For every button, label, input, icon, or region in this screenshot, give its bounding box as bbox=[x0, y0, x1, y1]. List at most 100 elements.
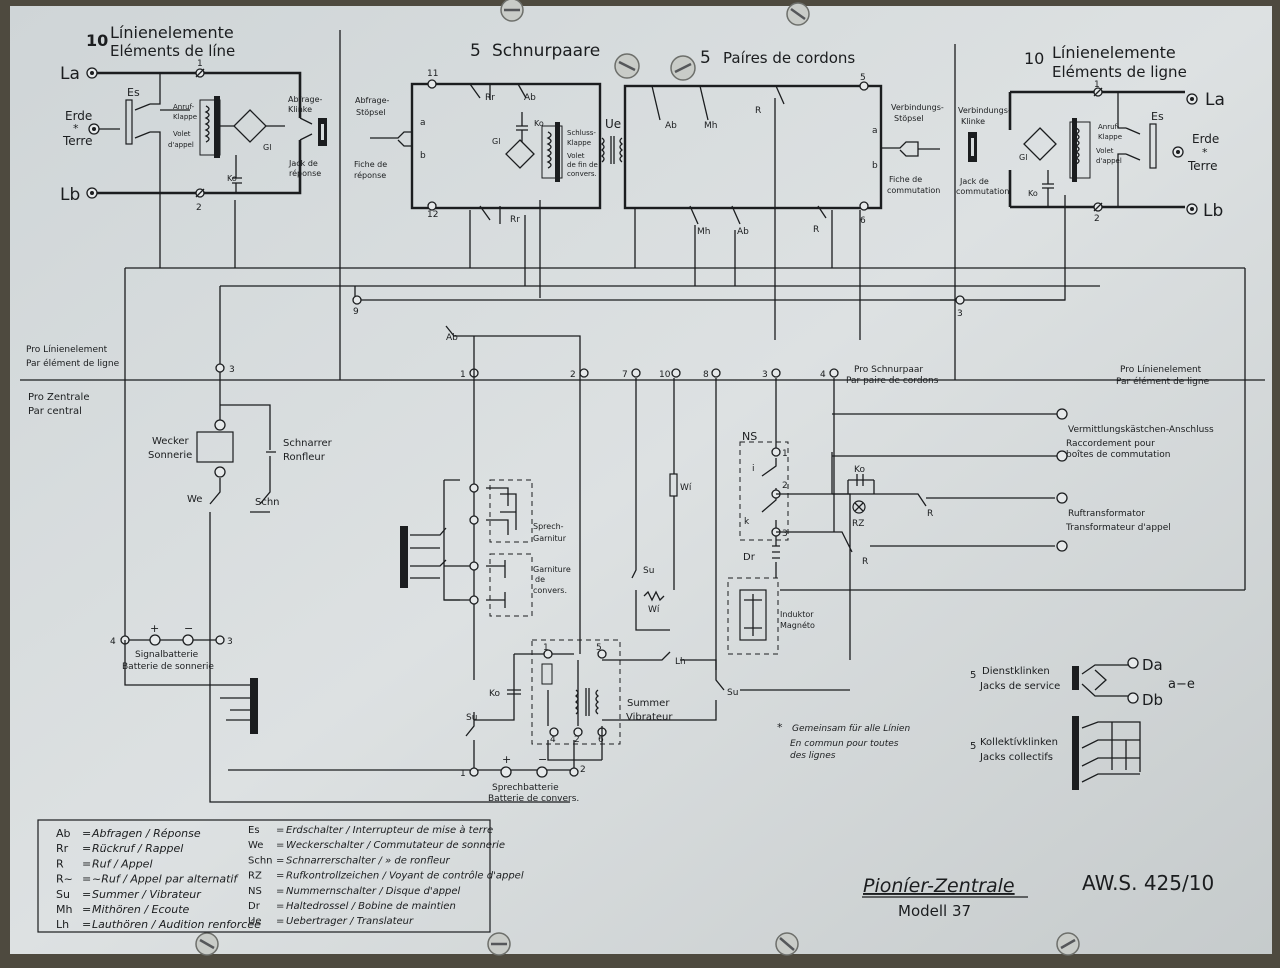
svg-text:Jacks collectifs: Jacks collectifs bbox=[979, 752, 1053, 763]
svg-text:Lh: Lh bbox=[675, 657, 686, 667]
svg-text:−: − bbox=[538, 753, 547, 766]
legend-equals: = bbox=[82, 842, 91, 855]
common-note-star: * bbox=[777, 721, 783, 734]
legend-row: NS=Nummernschalter / Disque d'appel bbox=[248, 886, 461, 897]
legend-text: Rückruf / Rappel bbox=[92, 842, 183, 855]
title-code: AW.S. 425/10 bbox=[1082, 871, 1214, 895]
legend-row: Dr=Haltedrossel / Bobine de maintien bbox=[248, 901, 456, 912]
legend-equals: = bbox=[82, 873, 91, 886]
pro-linie-de: Pro Línienelement bbox=[26, 345, 108, 355]
right-line-element: 1 2 La Lb Erde * Terre Verbindungs- Klin… bbox=[956, 80, 1225, 224]
svg-text:2: 2 bbox=[1094, 214, 1100, 224]
svg-text:3: 3 bbox=[957, 309, 963, 319]
svg-text:NS: NS bbox=[742, 430, 757, 443]
svg-text:Terre: Terre bbox=[62, 134, 92, 148]
svg-text:de: de bbox=[535, 575, 545, 584]
svg-text:2: 2 bbox=[570, 370, 576, 380]
svg-text:b: b bbox=[872, 161, 878, 171]
svg-text:Ko: Ko bbox=[1028, 189, 1038, 198]
svg-text:Signalbatterie: Signalbatterie bbox=[135, 650, 199, 660]
svg-text:Summer: Summer bbox=[627, 698, 670, 709]
legend-text: ~Ruf / Appel par alternatif bbox=[92, 873, 239, 886]
operator-headset: Sprech- Garnitur Garniture de convers. bbox=[400, 479, 571, 617]
svg-text:10: 10 bbox=[659, 370, 671, 380]
svg-text:Volet: Volet bbox=[567, 152, 585, 160]
legend-row: R=Ruf / Appel bbox=[56, 857, 153, 870]
mid-count-fr: 5 bbox=[700, 48, 711, 68]
legend-row: Su=Summer / Vibrateur bbox=[56, 888, 202, 901]
common-note-fr: En commun pour toutes bbox=[790, 739, 899, 749]
svg-text:La: La bbox=[60, 64, 80, 84]
svg-text:commutation: commutation bbox=[887, 186, 940, 195]
svg-text:Gl: Gl bbox=[1019, 153, 1027, 162]
svg-text:Rr: Rr bbox=[510, 215, 520, 225]
legend-code: RZ bbox=[248, 871, 262, 882]
svg-text:3: 3 bbox=[229, 365, 235, 375]
svg-text:Ko: Ko bbox=[854, 465, 865, 475]
svg-text:RZ: RZ bbox=[852, 519, 864, 529]
legend-equals: = bbox=[82, 903, 91, 916]
svg-text:Ronfleur: Ronfleur bbox=[283, 452, 326, 463]
svg-text:Garnitur: Garnitur bbox=[533, 534, 567, 543]
legend-text: Haltedrossel / Bobine de maintien bbox=[286, 901, 456, 912]
legend-text: Abfragen / Réponse bbox=[91, 827, 201, 840]
right-header-de: Línienelemente bbox=[1052, 43, 1176, 62]
svg-text:Ab: Ab bbox=[665, 121, 677, 131]
pro-zentrale-fr: Par central bbox=[28, 406, 82, 417]
legend-code: Ab bbox=[56, 827, 71, 840]
svg-text:5: 5 bbox=[596, 643, 602, 653]
svg-text:a: a bbox=[872, 126, 878, 136]
pro-schnurpaar-de: Pro Schnurpaar bbox=[854, 365, 923, 375]
svg-text:2: 2 bbox=[574, 735, 580, 745]
right-count: 10 bbox=[1024, 49, 1044, 68]
svg-text:Su: Su bbox=[466, 713, 477, 723]
legend-text: Weckerschalter / Commutateur de sonnerie bbox=[286, 840, 505, 851]
legend-text: Uebertrager / Translateur bbox=[286, 916, 414, 927]
legend-equals: = bbox=[276, 901, 284, 912]
svg-text:Sprech-: Sprech- bbox=[533, 522, 564, 531]
svg-text:Fiche de: Fiche de bbox=[889, 175, 922, 184]
svg-text:Wí: Wí bbox=[648, 605, 660, 615]
svg-text:*: * bbox=[1202, 146, 1208, 159]
legend-row: RZ=Rufkontrollzeichen / Voyant de contrô… bbox=[248, 870, 524, 882]
svg-text:1: 1 bbox=[460, 370, 466, 380]
svg-text:Ruftransformator: Ruftransformator bbox=[1068, 509, 1145, 519]
left-header-fr: Eléments de líne bbox=[110, 42, 235, 60]
svg-text:Stöpsel: Stöpsel bbox=[894, 114, 924, 123]
mid-header-fr: Paíres de cordons bbox=[723, 49, 855, 67]
svg-text:+: + bbox=[502, 753, 511, 766]
speech-battery: 1 + − 2 Sprechbatterie Batterie de conve… bbox=[460, 740, 586, 804]
panel bbox=[10, 6, 1272, 954]
svg-text:Abfrage-: Abfrage- bbox=[288, 95, 323, 104]
pro-zentrale-de: Pro Zentrale bbox=[28, 392, 89, 403]
svg-text:Verbindungs-: Verbindungs- bbox=[958, 106, 1011, 115]
svg-text:Ab: Ab bbox=[737, 227, 749, 237]
wi-su-components: Wí Su Wí bbox=[631, 378, 717, 670]
summer-vibrator: Ko 1 5 Summer Vibrateur 4 2 6 Lh Su Su bbox=[465, 639, 850, 770]
svg-text:Gl: Gl bbox=[492, 137, 500, 146]
svg-text:Db: Db bbox=[1142, 691, 1163, 709]
left-line-element: La 1 Lb 2 Erde * Terre Es Anruf- Klappe … bbox=[60, 59, 327, 213]
legend-row: Rr=Rückruf / Rappel bbox=[56, 842, 183, 855]
svg-text:5: 5 bbox=[970, 741, 976, 752]
legend-equals: = bbox=[82, 827, 91, 840]
mid-count: 5 bbox=[470, 41, 481, 61]
svg-text:Klinke: Klinke bbox=[288, 105, 312, 114]
svg-text:2: 2 bbox=[782, 481, 788, 491]
svg-text:−: − bbox=[184, 622, 193, 635]
svg-text:4: 4 bbox=[110, 637, 116, 647]
pro-linie-right-fr: Par élément de ligne bbox=[1116, 376, 1210, 387]
legend-code: Es bbox=[248, 825, 260, 836]
svg-text:Mh: Mh bbox=[697, 227, 710, 237]
signal-battery: 4 + − 3 Signalbatterie Batterie de sonne… bbox=[110, 622, 570, 803]
svg-text:Volet: Volet bbox=[173, 130, 191, 138]
legend-text: Summer / Vibrateur bbox=[92, 888, 202, 901]
svg-text:R: R bbox=[862, 557, 868, 567]
legend-box bbox=[37, 819, 491, 933]
svg-text:Induktor: Induktor bbox=[780, 610, 814, 619]
svg-text:Ko: Ko bbox=[534, 119, 544, 128]
svg-text:boîtes de commutation: boîtes de commutation bbox=[1066, 450, 1170, 460]
svg-text:Lb: Lb bbox=[1203, 201, 1223, 221]
svg-text:3: 3 bbox=[782, 529, 788, 539]
svg-text:4: 4 bbox=[550, 735, 556, 745]
